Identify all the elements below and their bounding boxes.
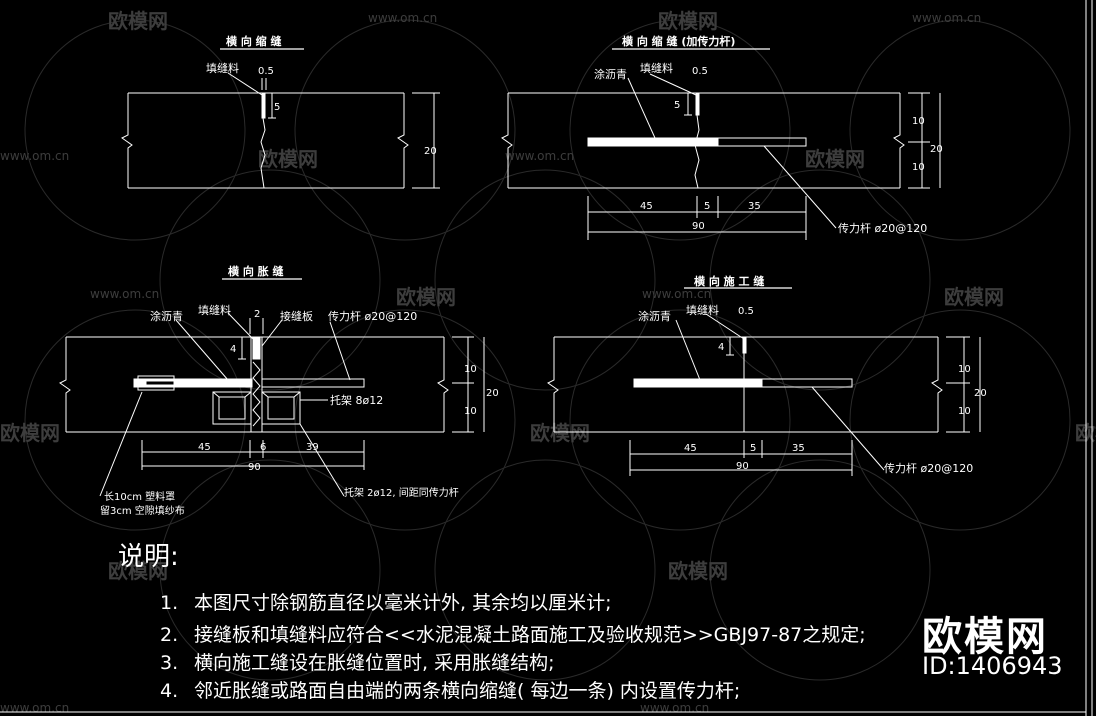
dim-top: 0.5	[258, 66, 274, 77]
dim-top: 0.5	[692, 66, 708, 77]
cap-label: 长10cm 塑料罩	[104, 490, 175, 503]
dim-half-2: 10	[912, 162, 925, 173]
dim-right: 39	[306, 442, 319, 453]
dim-half-1: 10	[912, 116, 925, 127]
dim-depth: 5	[274, 102, 280, 113]
watermark-site: www.om.cn	[640, 701, 709, 715]
watermark-brand: 欧模网	[108, 559, 168, 583]
watermark-site: www.om.cn	[912, 11, 981, 25]
dim-left: 45	[640, 201, 653, 212]
dim-half-1: 10	[958, 364, 971, 375]
watermark-site: www.om.cn	[505, 149, 574, 163]
section-title: 横 向 施 工 缝	[694, 274, 764, 288]
dim-right: 35	[748, 201, 761, 212]
watermark-brand: 欧模网	[108, 9, 168, 33]
watermark-brand: 欧模网	[944, 285, 1004, 309]
asphalt-label: 涂沥青	[638, 309, 671, 323]
dim-half-2: 10	[464, 406, 477, 417]
section-title: 横 向 缩 缝 (加传力杆)	[622, 34, 735, 48]
watermark-brand: 欧模网	[530, 421, 590, 445]
watermark-brand: 欧模网	[258, 147, 318, 171]
watermark-site: www.om.cn	[0, 701, 69, 715]
dim-left: 45	[198, 442, 211, 453]
section-title: 横 向 缩 缝	[226, 34, 282, 48]
section-construction-joint	[547, 287, 981, 476]
dim-half-2: 10	[958, 406, 971, 417]
fill-label: 填缝料	[198, 303, 231, 317]
dim-right: 35	[792, 443, 805, 454]
dim-thickness: 20	[930, 144, 943, 155]
watermark-brand: 欧模网	[396, 285, 456, 309]
watermark-site: www.om.cn	[368, 11, 437, 25]
section-transverse-contraction-joint	[121, 48, 440, 189]
dowel-label: 传力杆 ø20@120	[328, 309, 417, 323]
dim-total: 90	[248, 462, 261, 473]
asphalt-label: 涂沥青	[150, 309, 183, 323]
frame-label: 托架 8ø12	[330, 393, 383, 407]
dim-thickness: 20	[974, 388, 987, 399]
asphalt-label: 涂沥青	[594, 67, 627, 81]
dim-depth: 4	[718, 342, 724, 353]
dowel-label: 传力杆 ø20@120	[884, 461, 973, 475]
section-title: 横 向 胀 缝	[228, 264, 284, 278]
dim-left: 45	[684, 443, 697, 454]
dim-mid: 5	[704, 201, 710, 212]
dim-depth: 5	[674, 100, 680, 111]
dim-mid: 5	[750, 443, 756, 454]
dim-total: 90	[692, 221, 705, 232]
dim-top: 0.5	[738, 306, 754, 317]
dowel-label: 传力杆 ø20@120	[838, 221, 927, 235]
fill-label: 填缝料	[206, 61, 239, 75]
fill-label: 填缝料	[640, 61, 673, 75]
cap-label: 留3cm 空隙填纱布	[100, 504, 185, 517]
dim-top: 2	[254, 309, 260, 320]
watermark-site: www.om.cn	[642, 287, 711, 301]
watermark-brand: 欧模网	[805, 147, 865, 171]
watermark-site: www.om.cn	[90, 287, 159, 301]
dim-mid: 6	[260, 442, 266, 453]
watermark-layer	[24, 19, 1071, 681]
fill-label: 填缝料	[686, 303, 719, 317]
section-expansion-joint	[59, 278, 485, 497]
dim-thickness: 20	[424, 146, 437, 157]
dim-total: 90	[736, 461, 749, 472]
section-contraction-joint-dowel	[501, 48, 941, 240]
joint-board-label: 接缝板	[280, 309, 313, 323]
dim-half-1: 10	[464, 364, 477, 375]
dim-depth: 4	[230, 344, 236, 355]
watermark-brand: 欧模网	[0, 421, 60, 445]
bracket-label: 托架 2ø12, 间距同传力杆	[344, 486, 459, 499]
watermark-brand: 欧模网	[658, 9, 718, 33]
watermark-brand: 欧模网	[668, 559, 728, 583]
watermark-site: www.om.cn	[0, 149, 69, 163]
dim-thickness: 20	[486, 388, 499, 399]
